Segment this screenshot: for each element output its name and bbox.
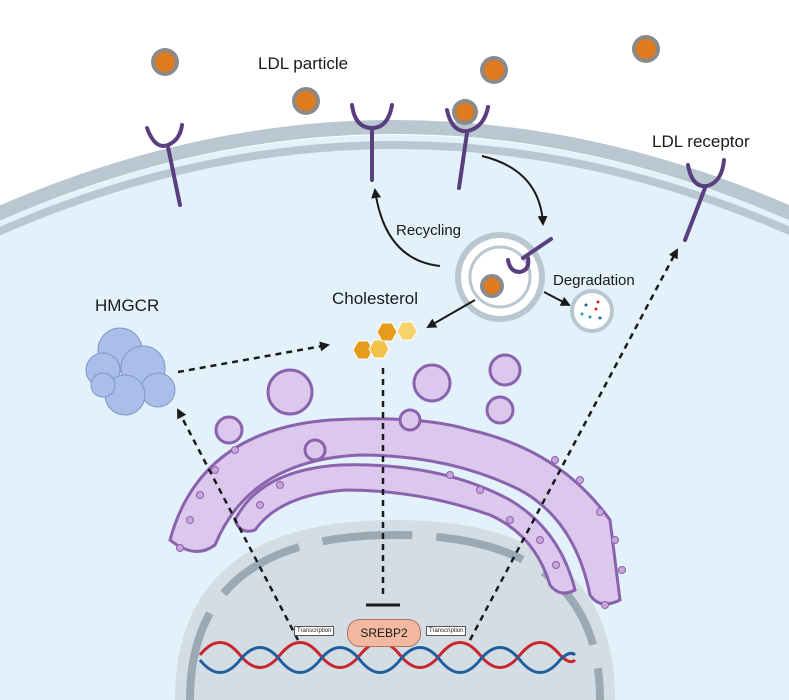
lysosome-icon — [570, 289, 614, 333]
hmgcr-label: HMGCR — [95, 296, 160, 315]
ldl-particle-icon — [151, 35, 660, 125]
cholesterol-label: Cholesterol — [332, 289, 418, 308]
recycling-label: Recycling — [396, 222, 462, 239]
ldl-particle-label: LDL particle — [258, 54, 349, 73]
ldl-receptor-label: LDL receptor — [652, 132, 750, 151]
transcription-left-label: Transcription — [294, 626, 335, 636]
nucleus — [175, 520, 615, 700]
srebp2-badge: SREBP2 — [347, 619, 421, 647]
dna-helix-icon — [198, 641, 577, 674]
transcription-right-label: Transcription — [426, 626, 467, 636]
ldl-receptor-icon — [145, 103, 726, 242]
trafficking-arrows — [371, 155, 571, 328]
endoplasmic-reticulum — [168, 353, 622, 606]
hmgcr-protein-icon — [85, 327, 176, 416]
pathway-arrows — [176, 248, 679, 641]
cholesterol-molecule-icon — [352, 321, 418, 360]
endosome-icon — [455, 232, 553, 322]
degradation-label: Degradation — [553, 272, 635, 289]
ribosomes — [176, 446, 626, 609]
